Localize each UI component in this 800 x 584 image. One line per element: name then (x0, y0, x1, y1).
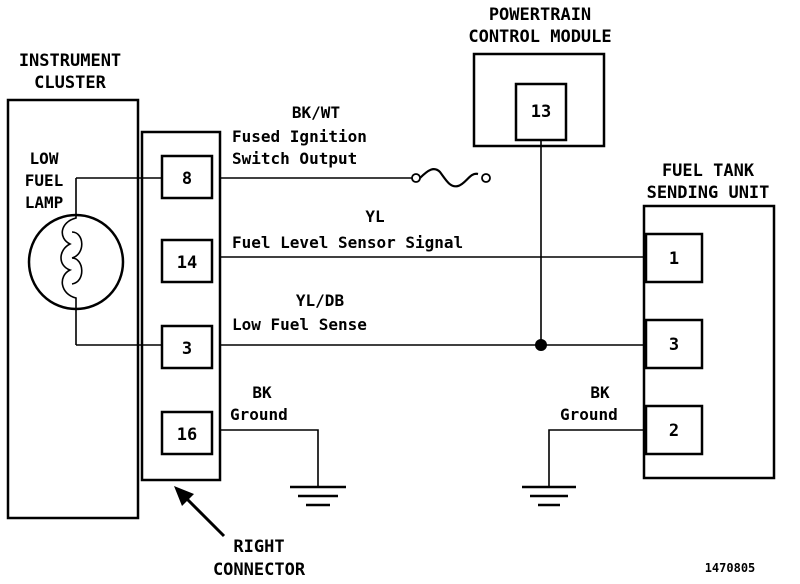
ground-right-wire (548, 429, 646, 486)
sending-unit-pin-1: 1 (644, 232, 704, 284)
ground-right-icon (522, 485, 576, 507)
ignition-wire-color: BK/WT (292, 103, 340, 122)
svg-text:16: 16 (177, 425, 197, 445)
sending-unit-pin-2: 2 (644, 404, 704, 456)
svg-text:2: 2 (669, 421, 679, 441)
level-desc: Fuel Level Sensor Signal (232, 233, 463, 252)
pcm-title-1: POWERTRAIN (489, 5, 591, 25)
ground-right-color: BK (590, 383, 610, 402)
level-wire-color: YL (365, 207, 384, 226)
lamp-label-1: LOW (30, 149, 59, 168)
sending-unit-title-1: FUEL TANK (662, 161, 755, 181)
ground-left-color: BK (252, 383, 272, 402)
sending-unit-pin-3: 3 (644, 318, 704, 370)
pcm-title-2: CONTROL MODULE (468, 27, 611, 47)
connector-pin-16: 16 (160, 410, 214, 456)
svg-text:13: 13 (531, 102, 551, 122)
ground-left-desc: Ground (230, 405, 288, 424)
fuse-icon (411, 168, 491, 188)
connector-pin-8: 8 (160, 154, 214, 200)
ground-right-desc: Ground (560, 405, 618, 424)
ground-left-wire (220, 429, 319, 486)
svg-text:3: 3 (182, 339, 192, 359)
low-fuel-wire-color: YL/DB (296, 291, 345, 310)
instrument-cluster-title-2: CLUSTER (34, 73, 106, 93)
right-connector-label-1: RIGHT (233, 537, 284, 557)
lamp-bulb-icon (27, 178, 125, 345)
svg-text:1: 1 (669, 249, 679, 269)
sending-unit-title-2: SENDING UNIT (647, 183, 770, 203)
right-connector-label-2: CONNECTOR (213, 560, 306, 580)
connector-pointer-arrow-icon (174, 486, 226, 538)
ignition-desc-1: Fused Ignition (232, 127, 367, 146)
ground-left-icon (290, 485, 346, 507)
pcm-pin-13: 13 (514, 82, 568, 142)
svg-text:14: 14 (177, 253, 197, 273)
svg-text:8: 8 (182, 169, 192, 189)
low-fuel-desc: Low Fuel Sense (232, 315, 367, 334)
figure-id: 1470805 (705, 561, 756, 575)
lamp-label-3: LAMP (25, 193, 64, 212)
ignition-desc-2: Switch Output (232, 149, 357, 168)
connector-pin-3: 3 (160, 324, 214, 370)
instrument-cluster-title-1: INSTRUMENT (19, 51, 121, 71)
svg-text:3: 3 (669, 335, 679, 355)
connector-pin-14: 14 (160, 238, 214, 284)
splice-dot (535, 339, 547, 351)
lamp-label-2: FUEL (25, 171, 64, 190)
